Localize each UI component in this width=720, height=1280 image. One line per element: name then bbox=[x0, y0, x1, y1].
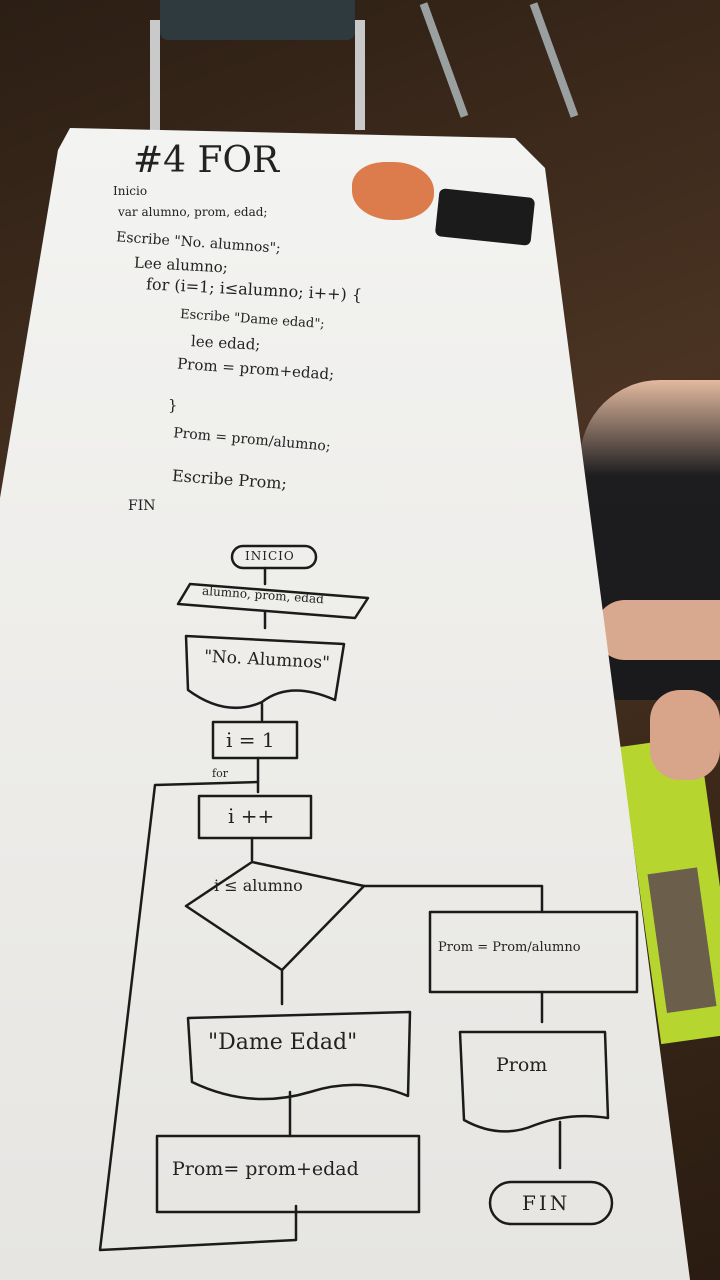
init-label: i = 1 bbox=[226, 728, 275, 752]
print-result-label: Prom bbox=[496, 1054, 548, 1076]
code-line: } bbox=[168, 396, 178, 414]
increment-label: i ++ bbox=[228, 804, 275, 828]
declare-parallelogram bbox=[176, 582, 370, 620]
accumulate-label: Prom= prom+edad bbox=[172, 1158, 359, 1180]
loop-back-line bbox=[98, 780, 298, 1252]
board-title: #4 FOR bbox=[133, 140, 280, 181]
chair-leg bbox=[355, 20, 365, 130]
code-line: FIN bbox=[128, 498, 156, 514]
chair-seat bbox=[160, 0, 355, 40]
snack-bag bbox=[352, 162, 434, 220]
chair-leg bbox=[150, 20, 160, 130]
person-hand bbox=[650, 690, 720, 780]
average-process bbox=[428, 910, 639, 994]
person-arm bbox=[595, 600, 720, 660]
ask-age-document bbox=[186, 1010, 412, 1101]
end-terminal bbox=[488, 1180, 614, 1226]
chair bbox=[150, 0, 365, 130]
print-result-document bbox=[458, 1030, 610, 1133]
ask-age-label: "Dame Edad" bbox=[208, 1030, 358, 1055]
init-process bbox=[211, 720, 299, 760]
end-label: FIN bbox=[522, 1191, 571, 1215]
condition-label: i ≤ alumno bbox=[214, 876, 303, 895]
branch-true-line bbox=[362, 884, 544, 914]
print-document bbox=[184, 634, 346, 710]
average-label: Prom = Prom/alumno bbox=[438, 940, 581, 955]
accumulate-process bbox=[155, 1134, 421, 1214]
start-label: INICIO bbox=[245, 549, 295, 563]
increment-process bbox=[197, 794, 313, 840]
loop-label: for bbox=[212, 767, 228, 780]
code-line: var alumno, prom, edad; bbox=[118, 205, 268, 219]
code-line: Inicio bbox=[113, 184, 148, 198]
start-terminal bbox=[230, 544, 318, 570]
